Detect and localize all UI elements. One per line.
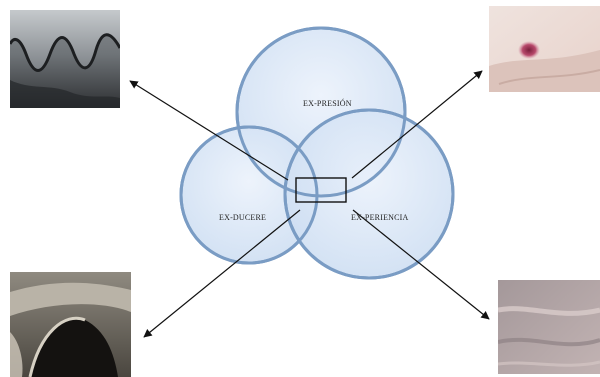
circle-ex-periencia-rim [283, 108, 455, 280]
photo-bottom-left [10, 272, 131, 377]
photo-bottom-right [498, 280, 600, 374]
arrow-top-left [129, 80, 289, 181]
label-ex-ducere: EX-DUCERE [219, 213, 266, 222]
arrow-bottom-right [352, 209, 490, 320]
center-box [295, 177, 347, 203]
arrow-bottom-left [143, 209, 301, 338]
label-ex-periencia: EX-PERIENCIA [351, 213, 409, 222]
circle-ex-presion-rim [235, 26, 407, 198]
photo-top-left [10, 10, 120, 108]
circle-ex-ducere-rim [179, 125, 319, 265]
arrow-top-right [351, 70, 483, 179]
photo-top-right [489, 6, 600, 92]
label-ex-presion: EX-PRESIÓN [303, 98, 352, 108]
